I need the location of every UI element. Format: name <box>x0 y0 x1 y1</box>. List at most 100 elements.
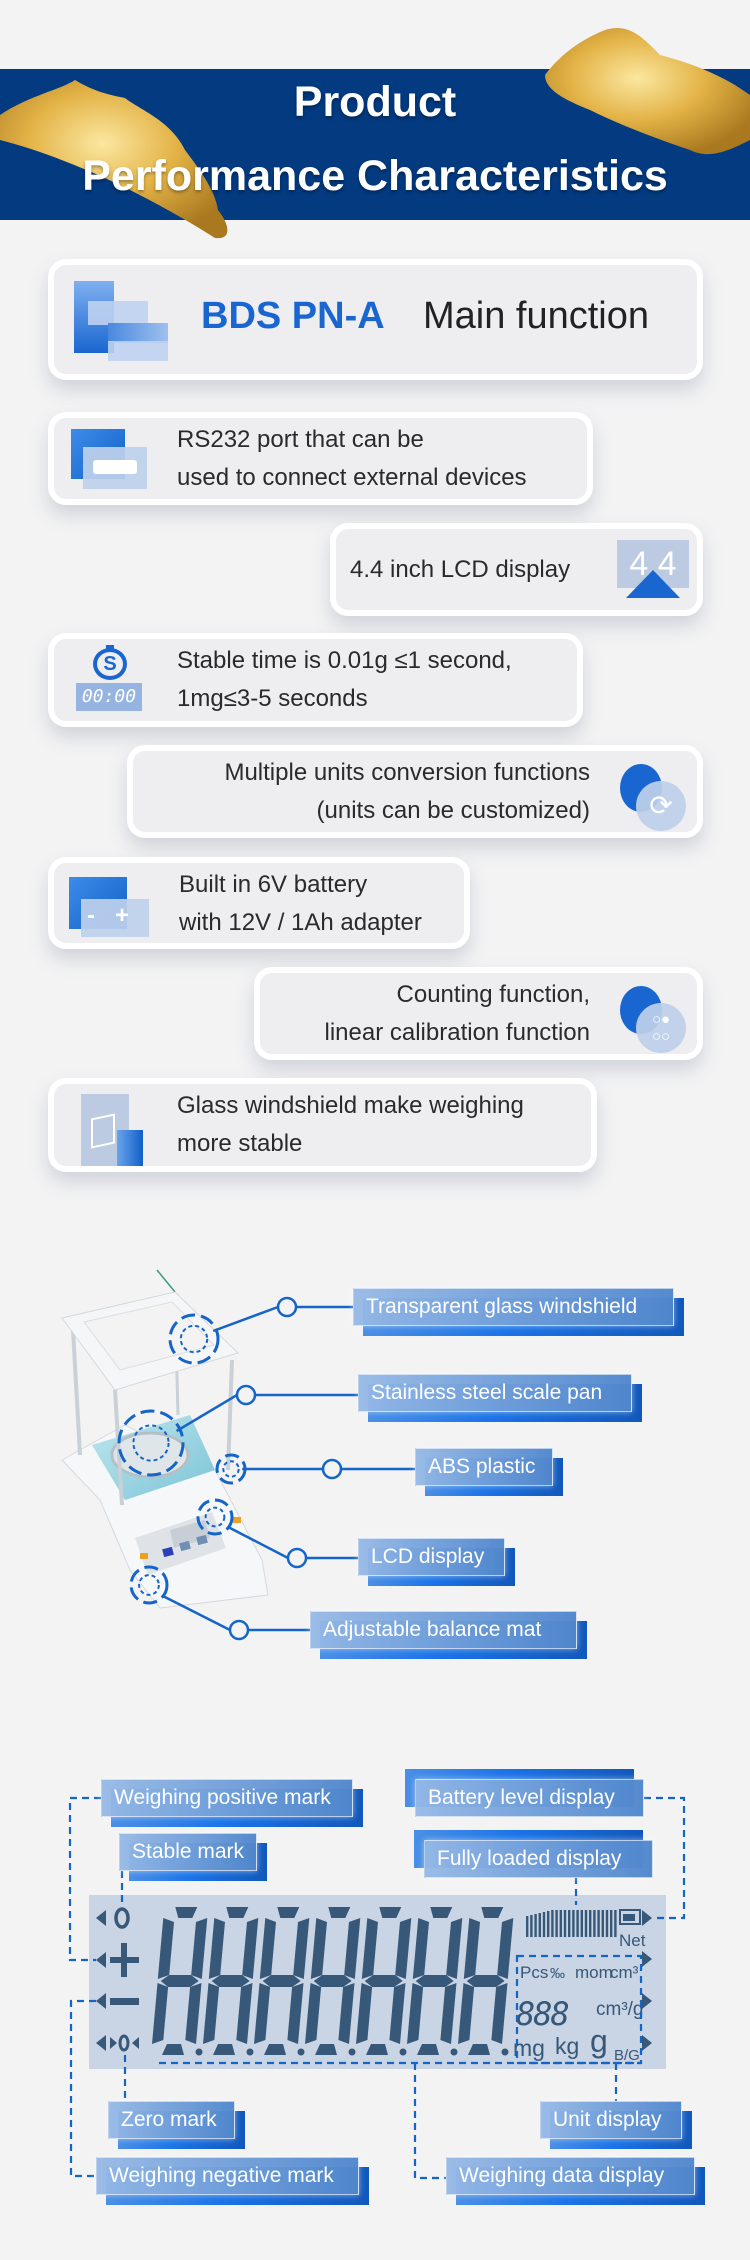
lcd-label-stable: Stable mark <box>119 1833 267 1881</box>
lcd-unit-g: g <box>590 2023 608 2059</box>
feature-text-line1: Glass windshield make weighing <box>177 1092 524 1119</box>
feature-text-line2: used to connect external devices <box>177 464 527 491</box>
target-inner-icon <box>179 1324 209 1354</box>
lcd-segment-b <box>446 1918 463 1979</box>
stopwatch-crown <box>106 645 114 649</box>
battery-bar-segment <box>542 1912 546 1937</box>
gold-leaf-left <box>0 80 228 239</box>
lcd-segment-d <box>162 2044 184 2055</box>
lcd-unit-kg: kg <box>555 2033 579 2059</box>
lcd-segment-e <box>458 1983 475 2044</box>
battery-bar-segment <box>559 1910 562 1937</box>
target-inner-icon <box>222 1460 240 1478</box>
battery-bar-segment <box>563 1910 567 1937</box>
battery-level-bar <box>526 1910 617 1937</box>
lcd-segment-c <box>236 1983 253 2044</box>
lcd-label-zero: Zero mark <box>108 2101 245 2149</box>
lcd-segment-a <box>175 1907 198 1918</box>
lcd-decimal-point <box>246 2048 254 2056</box>
callout-lcd-display: LCD display <box>358 1538 515 1586</box>
lcd-segment-f <box>361 1918 378 1979</box>
feature-card-units: Multiple units conversion functions (uni… <box>127 745 703 838</box>
lcd-arrow-icon <box>96 1910 106 1926</box>
callout-text: ABS plastic <box>415 1448 553 1486</box>
lcd-segment-f <box>463 1918 480 1979</box>
feature-text-line1: 4.4 inch LCD display <box>350 556 571 583</box>
callout-scale-pan: Stainless steel scale pan <box>358 1374 642 1422</box>
lcd-segment-e <box>254 1983 271 2044</box>
feature-card-stable-time: S 00:00 Stable time is 0.01g ≤1 second, … <box>48 633 583 727</box>
lcd-decimal-point <box>195 2048 203 2056</box>
serial-port-icon <box>71 429 147 489</box>
lcd-unit-bg: B/G <box>614 2047 640 2064</box>
battery-bar-segment <box>589 1910 592 1937</box>
callout-balance-mat: Adjustable balance mat <box>310 1611 587 1659</box>
lcd-segment-d <box>468 2044 490 2055</box>
target-marker-icon <box>129 1565 169 1605</box>
modules-icon <box>66 281 168 361</box>
lcd-net: Net <box>619 1931 646 1950</box>
lcd-unit-pcs: Pcs <box>520 1963 548 1982</box>
battery-bar-segment <box>601 1910 604 1937</box>
battery-bar-segment <box>614 1910 617 1937</box>
battery-bar-segment <box>538 1913 541 1937</box>
lcd-segment-g <box>211 1975 250 1987</box>
feature-text-line2: with 12V / 1Ah adapter <box>179 909 422 936</box>
callout-text: Weighing data display <box>446 2157 695 2195</box>
stopwatch-icon: S 00:00 <box>76 645 144 713</box>
battery-bar-segment <box>572 1910 575 1937</box>
lcd-segment-e <box>305 1983 322 2044</box>
lcd-unit-mom: mom <box>575 1963 613 1982</box>
callout-windshield: Transparent glass windshield <box>353 1288 684 1336</box>
lcd-unit-permille: ‰ <box>550 1965 565 1982</box>
stopwatch-digits: 00:00 <box>76 683 142 711</box>
battery-bar-segment <box>530 1915 533 1937</box>
connector-node-icon <box>235 1384 257 1406</box>
lcd-segment-g <box>262 1975 301 1987</box>
battery-bar-segment <box>526 1916 529 1937</box>
lcd-segment-d <box>417 2044 439 2055</box>
lcd-segment-c <box>389 1983 406 2044</box>
connector-line <box>212 1305 279 1333</box>
balance-illustration <box>61 1269 269 1609</box>
lcd-label-positive: Weighing positive mark <box>101 1779 363 1827</box>
battery-bar-segment <box>584 1910 588 1937</box>
counting-icon: ○●○○ <box>620 986 690 1056</box>
lcd-segment-b <box>242 1918 259 1979</box>
lcd-unit-mg: mg <box>513 2035 545 2061</box>
lcd-segment-g <box>313 1975 352 1987</box>
lcd-callout-lines <box>68 1796 686 2180</box>
feature-card-lcd: 4.4 inch LCD display 4.4 <box>330 523 703 616</box>
lcd-left-marks <box>96 1907 139 2052</box>
gold-leaf-right <box>545 28 750 155</box>
connector-node-icon <box>228 1619 250 1641</box>
target-marker-icon <box>168 1313 220 1365</box>
connector-node-icon <box>321 1458 343 1480</box>
lcd-segment-a <box>379 1907 402 1918</box>
page-title-line1: Product <box>293 78 457 126</box>
lcd-segment-d <box>315 2044 337 2055</box>
callout-text: Battery level display <box>415 1779 644 1817</box>
lcd-arrow-icon <box>96 2035 106 2051</box>
lcd-label-battery: Battery level display <box>405 1769 644 1817</box>
lcd-segment-a <box>328 1907 351 1918</box>
feature-text-line1: RS232 port that can be <box>177 426 424 453</box>
lcd-arrow-icon <box>96 1993 106 2009</box>
feature-text-line1: Multiple units conversion functions <box>224 759 590 786</box>
callout-text: Stable mark <box>119 1833 257 1871</box>
battery-icon: -+ <box>69 877 149 937</box>
battery-bar-segment <box>580 1910 583 1937</box>
lcd-segment-b <box>344 1918 361 1979</box>
battery-bar-segment <box>576 1910 579 1937</box>
feature-text-line1: Built in 6V battery <box>179 871 368 898</box>
lcd-segment-f <box>412 1918 429 1979</box>
lcd-segment-f <box>259 1918 276 1979</box>
lcd-segment-e <box>407 1983 424 2044</box>
battery-bar-segment <box>597 1910 600 1937</box>
lcd-unit-cm3: cm³ <box>610 1963 639 1982</box>
model-name: BDS PN-A <box>201 295 385 337</box>
target-inner-icon <box>138 1574 160 1596</box>
main-function-title: Main function <box>423 295 650 337</box>
lcd-segment-g <box>415 1975 454 1987</box>
target-inner-icon <box>132 1424 170 1462</box>
